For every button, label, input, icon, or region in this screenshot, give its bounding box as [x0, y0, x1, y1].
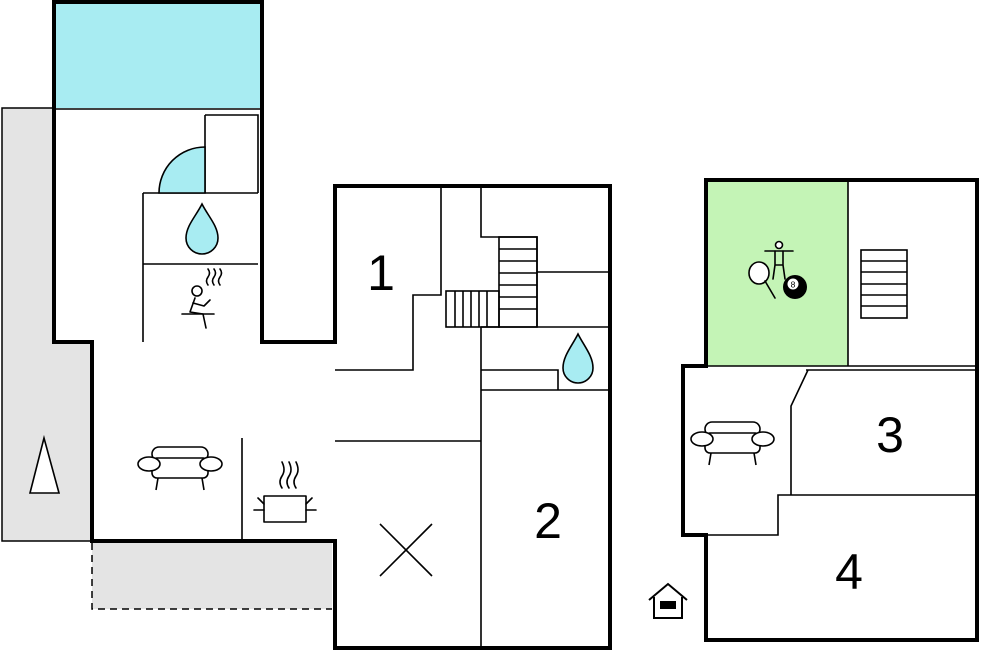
room-1-label: 1 [367, 245, 395, 301]
billiards-icon: 8 [783, 275, 807, 299]
sauna-icon [181, 268, 223, 329]
games-room [706, 181, 848, 366]
north-arrow-icon [28, 434, 61, 494]
sofa-icon [137, 446, 223, 491]
room-1-wall [335, 186, 442, 371]
entrance-house-icon [648, 582, 688, 619]
pool [56, 4, 261, 108]
room-4-label: 4 [835, 544, 863, 600]
table-tennis-icon [748, 261, 776, 299]
room-2-label: 2 [534, 493, 562, 549]
water-drop-icon [185, 202, 219, 255]
billiard-ball-number: 8 [791, 280, 796, 290]
terrace-lower-outline [91, 543, 332, 610]
wellness-wing-wall [52, 0, 264, 344]
living-wall [90, 184, 612, 650]
table-football-icon [764, 240, 794, 280]
cooking-pot-icon [253, 461, 317, 523]
shower-icon [158, 146, 206, 194]
upper-floor-wall [681, 178, 979, 642]
stairs-icon [498, 236, 538, 328]
water-drop-icon-2 [562, 332, 594, 384]
terrace-lower [92, 543, 332, 609]
dining-table-icon [379, 523, 433, 577]
stairs-upper-icon [860, 249, 908, 319]
room-3-label: 3 [876, 407, 904, 463]
upper-partitions [706, 181, 977, 536]
stairs-horizontal [445, 290, 500, 328]
sofa-icon-2 [690, 421, 775, 466]
